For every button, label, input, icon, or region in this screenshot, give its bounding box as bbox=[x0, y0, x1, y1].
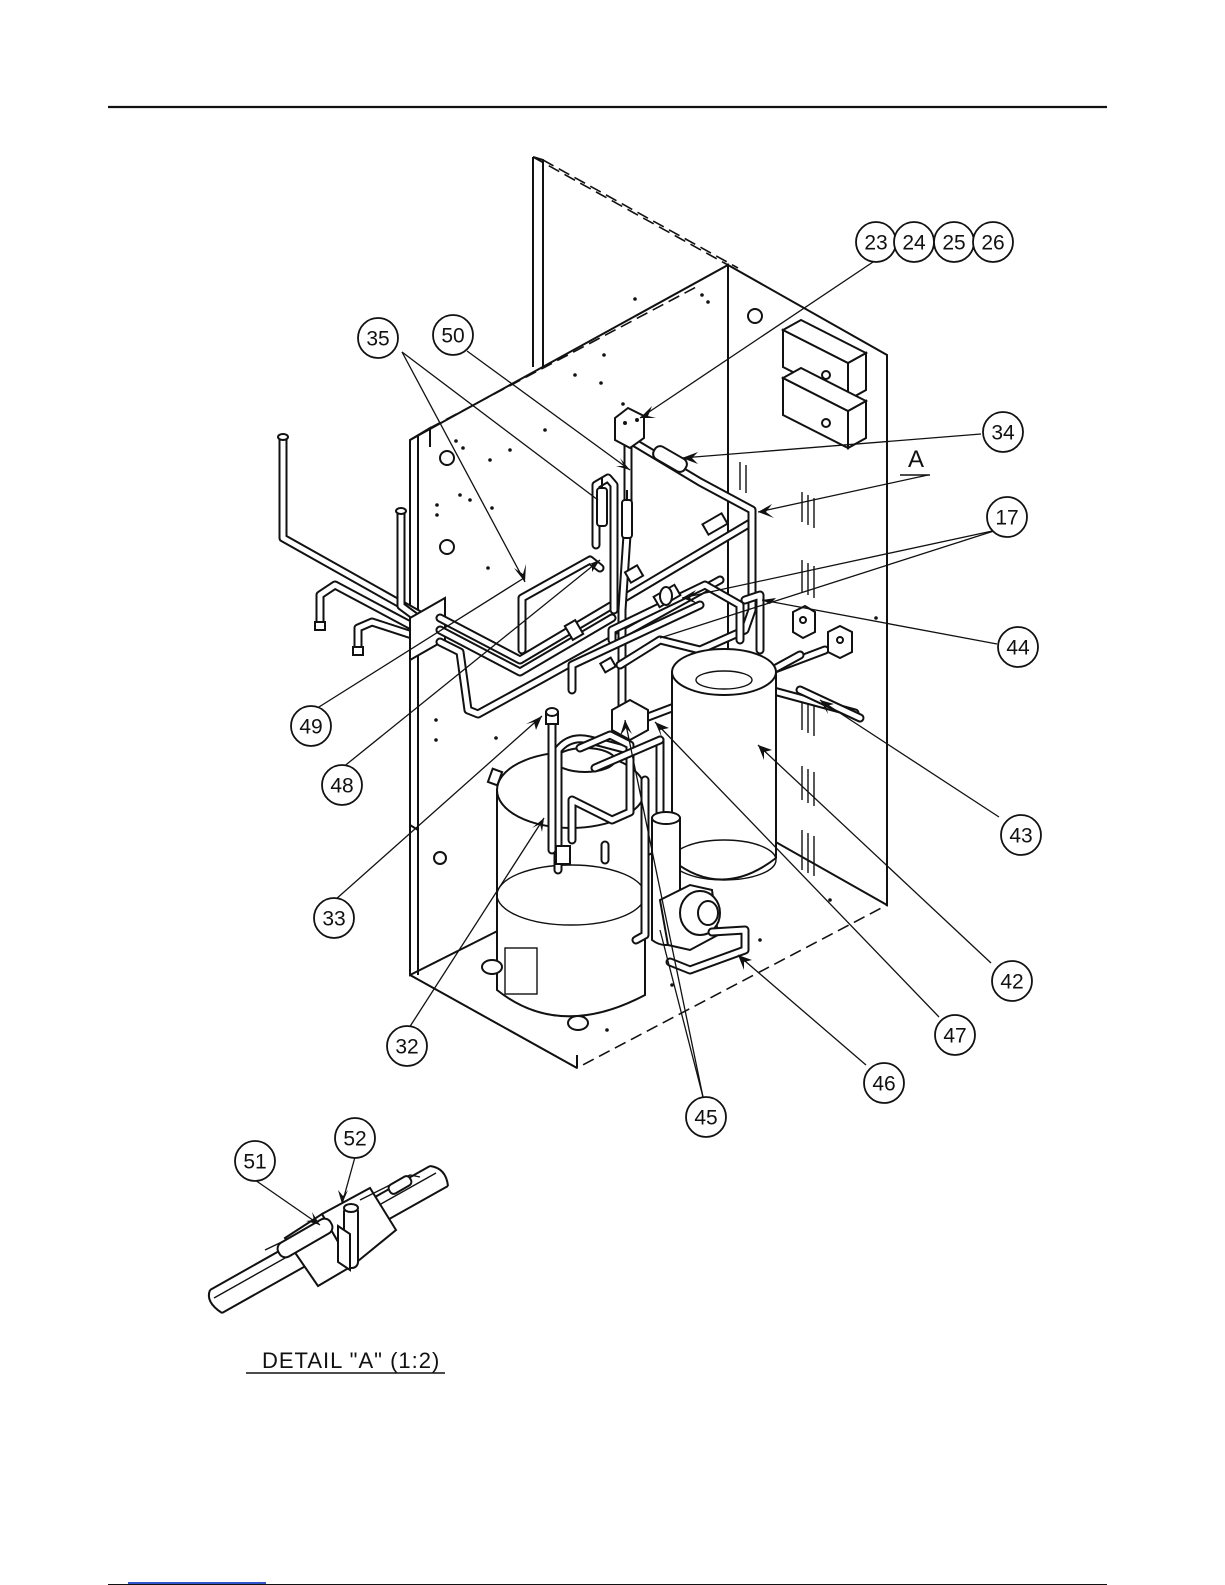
svg-text:47: 47 bbox=[943, 1025, 966, 1048]
callout-50: 50 bbox=[433, 315, 473, 355]
svg-text:48: 48 bbox=[330, 775, 353, 798]
callout-32: 32 bbox=[387, 1026, 427, 1066]
callout-24: 24 bbox=[894, 222, 934, 262]
svg-text:25: 25 bbox=[942, 232, 965, 255]
detail-a-drawing bbox=[209, 1166, 448, 1313]
callout-44: 44 bbox=[998, 627, 1038, 667]
detail-a-caption: DETAIL "A" (1:2) bbox=[262, 1348, 440, 1373]
svg-text:33: 33 bbox=[322, 908, 345, 931]
callout-51: 51 bbox=[235, 1141, 275, 1181]
svg-text:24: 24 bbox=[902, 232, 926, 255]
svg-text:32: 32 bbox=[395, 1036, 418, 1059]
callout-43: 43 bbox=[1001, 815, 1041, 855]
svg-text:52: 52 bbox=[343, 1128, 366, 1151]
svg-text:46: 46 bbox=[872, 1073, 895, 1096]
callout-25: 25 bbox=[934, 222, 974, 262]
callout-17: 17 bbox=[987, 497, 1027, 537]
svg-text:49: 49 bbox=[299, 716, 322, 739]
compressor-right bbox=[672, 649, 776, 880]
callout-52: 52 bbox=[335, 1118, 375, 1158]
svg-text:50: 50 bbox=[441, 325, 464, 348]
callout-47: 47 bbox=[935, 1015, 975, 1055]
svg-text:45: 45 bbox=[694, 1107, 717, 1130]
callout-49: 49 bbox=[291, 706, 331, 746]
callout-35: 35 bbox=[358, 318, 398, 358]
callout-45: 45 bbox=[686, 1097, 726, 1137]
view-marker-a: A bbox=[908, 446, 924, 473]
callout-34: 34 bbox=[983, 412, 1023, 452]
svg-text:17: 17 bbox=[995, 507, 1018, 530]
callout-46: 46 bbox=[864, 1063, 904, 1103]
svg-text:51: 51 bbox=[243, 1151, 266, 1174]
svg-text:42: 42 bbox=[1000, 971, 1023, 994]
callout-23: 23 bbox=[856, 222, 896, 262]
callout-42: 42 bbox=[992, 961, 1032, 1001]
callout-48: 48 bbox=[322, 765, 362, 805]
svg-text:35: 35 bbox=[366, 328, 389, 351]
compressor-left bbox=[482, 748, 645, 1030]
svg-text:44: 44 bbox=[1006, 637, 1030, 660]
svg-text:43: 43 bbox=[1009, 825, 1032, 848]
callout-33: 33 bbox=[314, 898, 354, 938]
callout-26: 26 bbox=[973, 222, 1013, 262]
svg-text:26: 26 bbox=[981, 232, 1004, 255]
svg-text:23: 23 bbox=[864, 232, 887, 255]
svg-text:34: 34 bbox=[991, 422, 1015, 445]
